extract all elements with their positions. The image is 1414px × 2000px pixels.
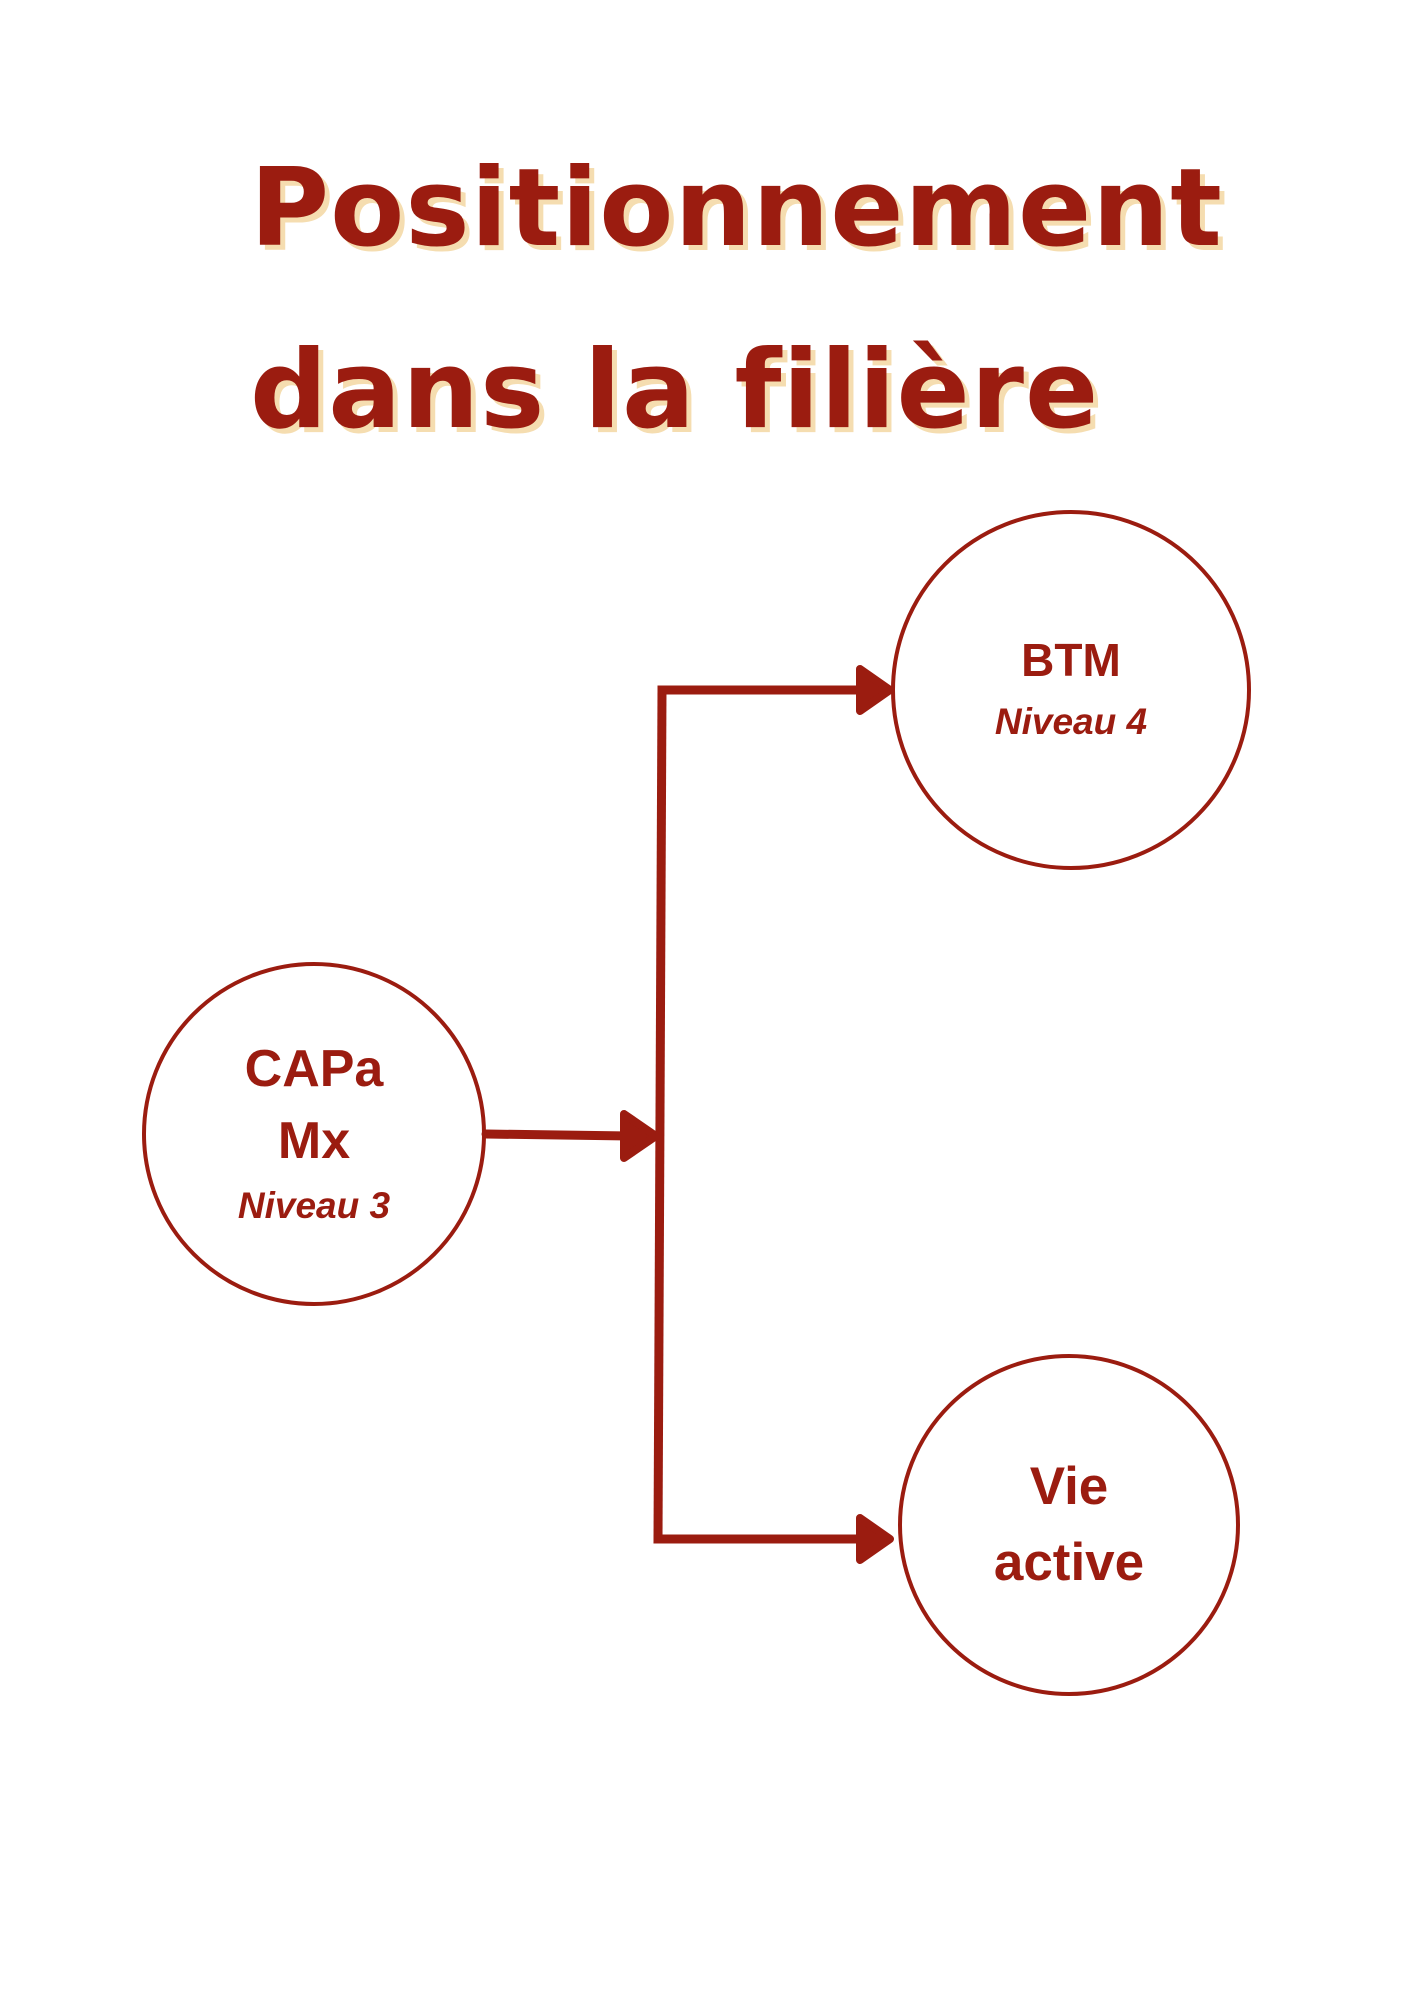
page-title: Positionnement dans la filière	[250, 118, 1223, 482]
arrowhead-vie-active	[856, 1514, 894, 1564]
node-btm-label: BTM	[1021, 634, 1121, 686]
node-circle-vie-active	[898, 1354, 1240, 1696]
node-vie-active: Vie active	[900, 1356, 1238, 1694]
node-capa-level: Niveau 3	[237, 1185, 391, 1226]
node-capa-label-1: CAPa	[244, 1040, 384, 1098]
node-btm-level: Niveau 4	[994, 701, 1148, 742]
connector-vertical-trunk	[653, 685, 667, 1544]
node-capa-label-2: Mx	[277, 1112, 351, 1170]
connector-capa-to-junction	[481, 1129, 635, 1141]
title-line-2: dans la filière	[250, 328, 1100, 453]
title-line-1: Positionnement	[250, 146, 1223, 271]
node-vie-active-label-2: active	[993, 1533, 1145, 1592]
node-btm: BTM Niveau 4	[893, 512, 1249, 868]
arrowhead-junction	[620, 1110, 660, 1162]
arrowhead-btm	[856, 665, 894, 715]
node-capa: CAPa Mx Niveau 3	[144, 964, 484, 1304]
node-vie-active-label-1: Vie	[1029, 1457, 1109, 1516]
